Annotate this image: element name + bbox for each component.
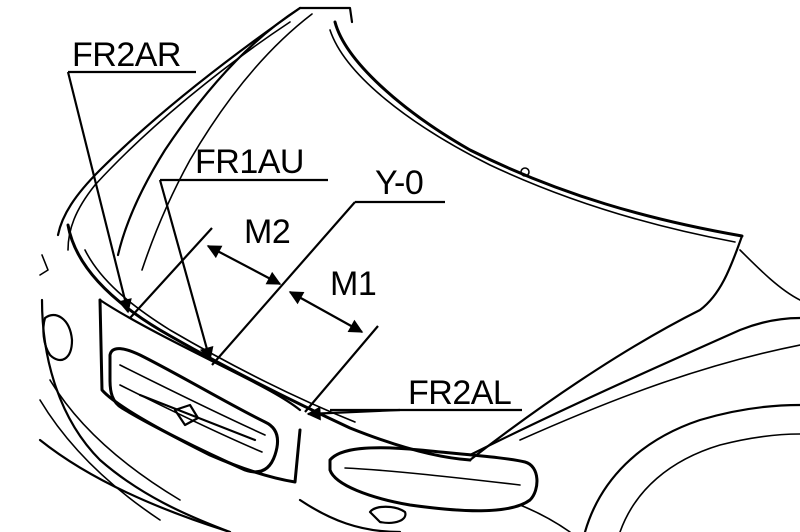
label-m1: M1 <box>330 265 376 303</box>
right-fender-2 <box>519 344 800 441</box>
bumper-right-2 <box>519 504 571 532</box>
windshield-left-pillar <box>116 6 302 257</box>
windshield-inner-line <box>141 13 313 271</box>
fr1au-leader <box>158 179 214 362</box>
right-headlight <box>328 446 539 513</box>
right-headlight-inner <box>344 467 521 486</box>
hood-rear-edge <box>333 20 744 238</box>
left-body-side <box>40 298 232 532</box>
label-fr2ar: FR2AR <box>72 36 181 74</box>
fog-light <box>368 505 407 524</box>
fr2al-leader <box>306 406 401 421</box>
grille <box>108 347 279 474</box>
grille-outer-top <box>98 298 302 412</box>
hood-front-edge-inner <box>84 249 356 423</box>
label-y0: Y-0 <box>375 164 423 202</box>
label-fr2al: FR2AL <box>408 374 511 412</box>
hood-right-side <box>468 234 744 462</box>
y0-leader <box>211 201 356 366</box>
label-fr1au: FR1AU <box>195 143 304 181</box>
car-body-drawing <box>38 6 800 532</box>
m2-extension-line <box>129 227 213 319</box>
grille-inner <box>119 364 266 453</box>
washer-nozzle <box>520 167 530 177</box>
left-body-side-3 <box>39 399 161 521</box>
left-a-pillar-detail <box>39 254 49 276</box>
left-body-side-2 <box>49 379 181 501</box>
wheel-arch <box>583 403 800 532</box>
hood-rear-edge-inner <box>329 29 736 243</box>
m1-extension-line <box>304 325 379 413</box>
front-bumper <box>38 438 232 532</box>
hood-right-side-2 <box>739 249 800 301</box>
left-fender-line <box>56 6 302 237</box>
grille-emblem <box>173 403 200 427</box>
m1-dimension-arrow <box>288 291 364 333</box>
labels: FR2AR FR1AU Y-0 M2 M1 FR2AL <box>72 36 512 412</box>
roof-edge <box>298 6 354 24</box>
right-fender <box>468 316 800 457</box>
fr2ar-leader <box>66 71 132 314</box>
m2-dimension-arrow <box>206 245 282 285</box>
wheel-arch-inner <box>619 433 800 532</box>
left-fender-line-2 <box>67 21 291 251</box>
label-m2: M2 <box>244 213 290 251</box>
leader-lines <box>66 70 522 421</box>
bumper-right <box>298 498 402 532</box>
